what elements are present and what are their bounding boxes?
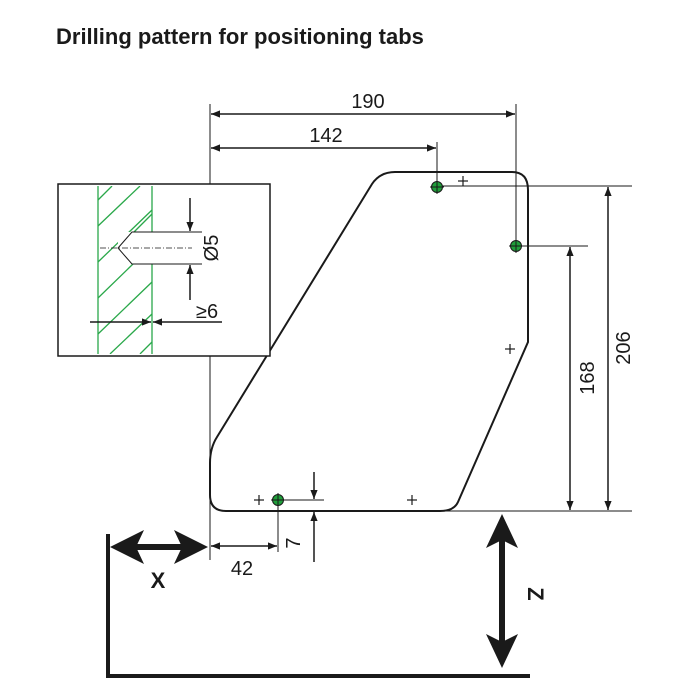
diagram-title: Drilling pattern for positioning tabs [56, 24, 424, 49]
hole-top [430, 180, 444, 194]
axis-label-z: Z [523, 587, 548, 600]
label-142: 142 [309, 125, 342, 147]
label-7: 7 [283, 537, 305, 548]
label-190: 190 [351, 91, 384, 113]
x-axis-arrow [110, 530, 208, 564]
label-42: 42 [231, 558, 253, 580]
label-min-depth: ≥6 [196, 301, 218, 323]
machine-axes [106, 514, 530, 678]
hole-bottom [271, 493, 285, 507]
tab-outline [209, 171, 529, 512]
hole-right [509, 239, 523, 253]
label-206: 206 [613, 331, 635, 364]
reference-marks [254, 176, 515, 505]
label-168: 168 [577, 361, 599, 394]
drill-holes [271, 180, 523, 507]
detail-inset [57, 183, 271, 357]
axis-label-x: X [151, 568, 166, 593]
label-diameter: Ø5 [201, 235, 223, 262]
dimension-lines [211, 110, 612, 562]
axis-frame [106, 534, 530, 678]
z-axis-arrow [486, 514, 518, 668]
